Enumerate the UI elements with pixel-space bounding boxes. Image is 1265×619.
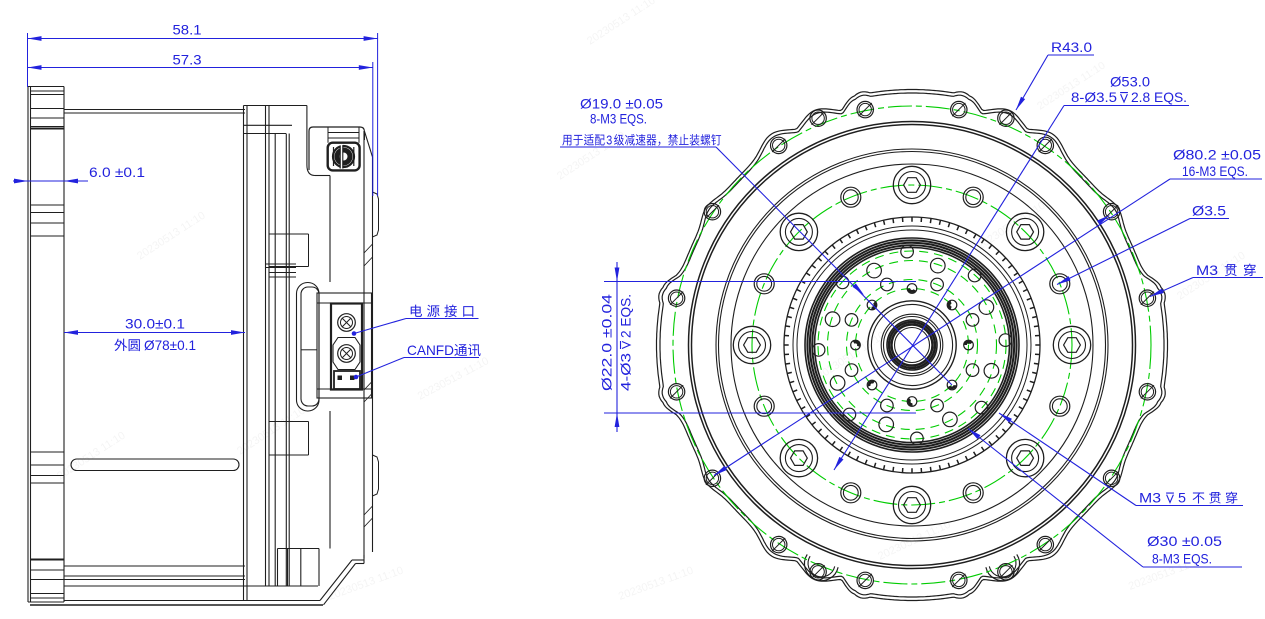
svg-text:Ø53.0: Ø53.0 [1110,74,1150,90]
svg-text:Ø19.0 ±0.05: Ø19.0 ±0.05 [580,96,663,112]
svg-text:5: 5 [1178,490,1186,506]
svg-text:M3: M3 [1196,262,1218,278]
svg-text:57.3: 57.3 [173,52,202,68]
svg-text:Ø80.2 ±0.05: Ø80.2 ±0.05 [1173,147,1261,163]
svg-text:2 EQS.: 2 EQS. [618,294,634,338]
svg-text:3: 3 [606,133,612,148]
svg-text:Ø30 ±0.05: Ø30 ±0.05 [1147,533,1222,549]
svg-text:Ø78±0.1: Ø78±0.1 [144,337,196,353]
svg-text:58.1: 58.1 [173,22,202,38]
svg-text:8-Ø3.5: 8-Ø3.5 [1071,89,1117,105]
svg-text:2.8 EQS.: 2.8 EQS. [1131,89,1187,105]
svg-text:CANFD: CANFD [407,342,454,358]
svg-text:6.0 ±0.1: 6.0 ±0.1 [89,164,145,180]
svg-text:R43.0: R43.0 [1051,39,1092,55]
svg-text:16-M3 EQS.: 16-M3 EQS. [1182,163,1248,179]
svg-text:Ø22.0 ±0.04: Ø22.0 ±0.04 [599,294,615,391]
svg-text:30.0±0.1: 30.0±0.1 [125,316,185,332]
svg-text:8-M3 EQS.: 8-M3 EQS. [1152,551,1212,567]
svg-text:4-Ø3: 4-Ø3 [618,353,634,391]
svg-text:8-M3 EQS.: 8-M3 EQS. [590,111,647,127]
svg-text:M3: M3 [1139,490,1161,506]
svg-text:Ø3.5: Ø3.5 [1192,203,1226,219]
